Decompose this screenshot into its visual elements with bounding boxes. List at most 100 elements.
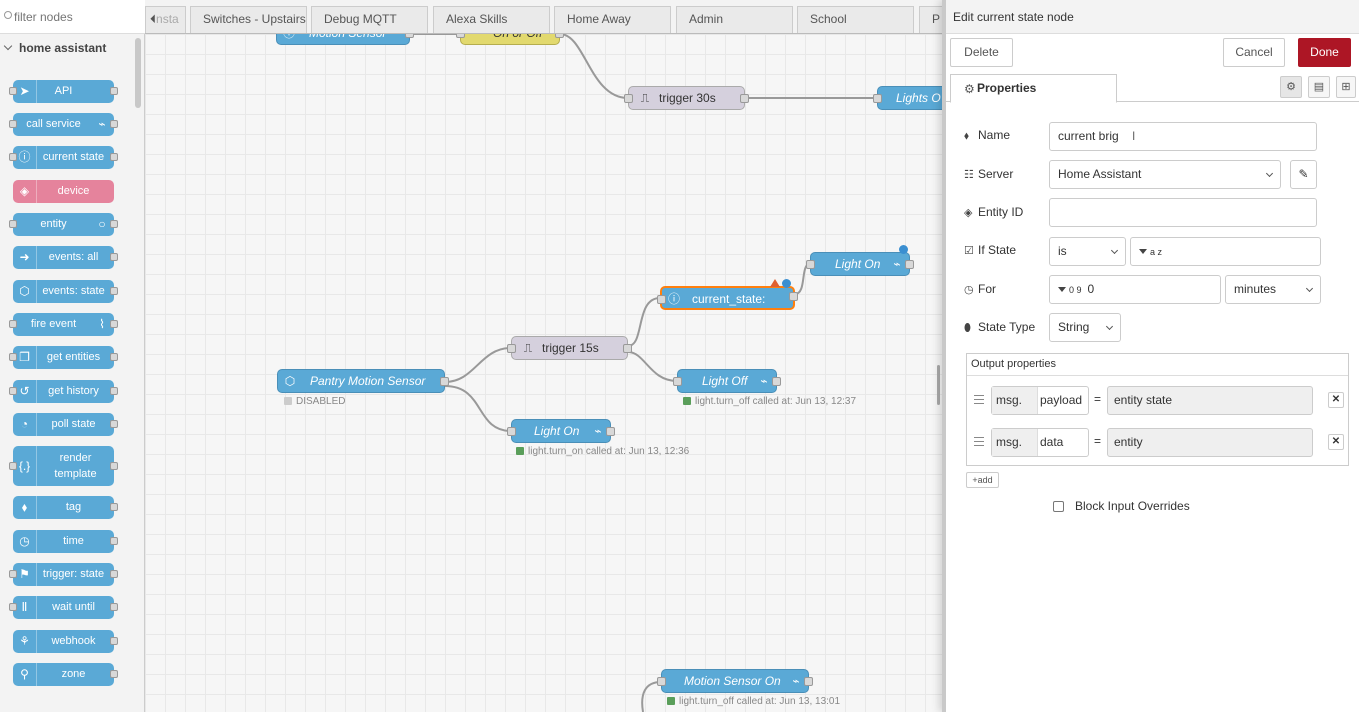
status-text: light.turn_on called at: Jun 13, 12:36: [528, 446, 690, 457]
palette-node-tag[interactable]: ⬧tag: [13, 496, 118, 519]
done-button[interactable]: Done: [1298, 38, 1351, 67]
chevron-down-icon: [1265, 169, 1274, 178]
settings-tab-icon[interactable]: ⚙: [1280, 76, 1302, 98]
input-port: [9, 462, 17, 470]
tab-admin[interactable]: Admin: [676, 6, 793, 33]
state-type-select[interactable]: String: [1049, 313, 1121, 342]
drag-handle-icon[interactable]: [974, 437, 984, 446]
palette-node-poll-state[interactable]: ◔poll state: [13, 413, 118, 436]
palette-node-call-service[interactable]: call service⌁: [9, 113, 118, 136]
input-port: [873, 94, 882, 103]
flow-node-motion-sensor[interactable]: ⓘ Motion Sensor: [276, 34, 414, 45]
palette-node-label: fire event: [30, 318, 77, 330]
output-value-select[interactable]: entity: [1107, 428, 1313, 457]
flow-node-light-off[interactable]: Light Off ⌁: [673, 369, 781, 393]
info-icon: ⓘ: [667, 292, 680, 306]
delete-button[interactable]: Delete: [950, 38, 1013, 67]
remove-row-button[interactable]: ✕: [1328, 434, 1344, 450]
palette-node-get-entities[interactable]: ❐get entities: [9, 346, 118, 369]
palette-scrollbar[interactable]: [135, 38, 141, 108]
flow-node-lights-o[interactable]: Lights O: [873, 86, 942, 110]
tab-properties[interactable]: ⚙Properties: [950, 74, 1117, 103]
target-type-select[interactable]: msg.: [992, 429, 1038, 456]
flow-workspace[interactable]: ⓘ Motion Sensor On or Off ⎍ trigger 30s …: [145, 34, 942, 712]
palette-node-trigger-state[interactable]: ⚑trigger: state: [9, 563, 118, 586]
palette-node-label: device: [57, 185, 90, 197]
if-state-operator-select[interactable]: is: [1049, 237, 1126, 266]
output-port: [110, 220, 118, 228]
flow-node-light-on-bottom[interactable]: Light On ⌁: [507, 419, 615, 443]
entity-id-label: ◈Entity ID: [964, 205, 1023, 219]
palette-node-zone[interactable]: ⚲zone: [13, 663, 118, 686]
palette-node-label: API: [54, 85, 73, 97]
node-palette: home assistant ➤ API call service⌁ ⓘcurre…: [0, 0, 145, 712]
tab-debug-mqtt[interactable]: Debug MQTT: [311, 6, 428, 33]
flow-node-motion-sensor-on[interactable]: Motion Sensor On ⌁: [657, 669, 813, 693]
cancel-button[interactable]: Cancel: [1223, 38, 1285, 67]
palette-node-entity[interactable]: entity○: [9, 213, 118, 236]
tab-alexa-skills[interactable]: Alexa Skills: [433, 6, 550, 33]
input-port: [9, 220, 17, 228]
flow-node-trigger-15s[interactable]: ⎍ trigger 15s: [507, 336, 632, 360]
target-type-select[interactable]: msg.: [992, 387, 1038, 414]
output-value-select[interactable]: entity state: [1107, 386, 1313, 415]
palette-filter[interactable]: [0, 0, 145, 34]
tab-school[interactable]: School: [797, 6, 914, 33]
filter-nodes-input[interactable]: [14, 8, 139, 26]
tab-partial[interactable]: P: [919, 6, 942, 33]
flow-node-light-on-top[interactable]: Light On ⌁: [806, 252, 914, 276]
palette-node-fire-event[interactable]: fire event⌇: [9, 313, 118, 336]
appearance-tab-icon[interactable]: ⊞: [1336, 76, 1356, 98]
description-tab-icon[interactable]: ▤: [1308, 76, 1330, 98]
tab-label: P: [932, 12, 941, 26]
palette-node-device[interactable]: ◈device: [13, 180, 114, 203]
tab-home-away[interactable]: Home Away: [554, 6, 671, 33]
dropdown-triangle-icon: [1058, 287, 1066, 292]
output-port: [110, 253, 118, 261]
palette-node-get-history[interactable]: ↺get history: [9, 380, 118, 403]
tray-resize-handle[interactable]: [937, 365, 940, 405]
palette-node-events-state[interactable]: ⬡events: state: [13, 280, 118, 303]
drag-handle-icon[interactable]: [974, 395, 984, 404]
flow-node-pantry-motion-sensor[interactable]: ⬡ Pantry Motion Sensor: [277, 369, 449, 393]
info-icon: ⓘ: [13, 146, 37, 169]
output-row: msg.payload = entity state ✕: [967, 386, 1348, 422]
palette-node-api[interactable]: ➤ API: [9, 80, 118, 103]
tab-label: Alexa Skills: [446, 12, 508, 26]
palette-node-time[interactable]: ◷time: [13, 530, 118, 553]
if-state-value-input[interactable]: a z: [1130, 237, 1321, 266]
add-output-button[interactable]: +add: [966, 472, 999, 488]
tab-switches-upstairs[interactable]: Switches - Upstairs: [190, 6, 307, 33]
server-select[interactable]: Home Assistant: [1049, 160, 1281, 189]
input-port: [657, 677, 666, 686]
output-port: [110, 120, 118, 128]
paper-plane-icon: ➤: [13, 80, 37, 103]
flow-node-trigger-30s[interactable]: ⎍ trigger 30s: [624, 86, 749, 110]
output-target-input[interactable]: msg.data: [991, 428, 1089, 457]
remove-row-button[interactable]: ✕: [1328, 392, 1344, 408]
flow-node-current-state-selected[interactable]: ⓘ current_state:: [657, 286, 798, 310]
palette-node-label: wait until: [52, 601, 95, 613]
output-target-input[interactable]: msg.payload: [991, 386, 1089, 415]
for-unit-select[interactable]: minutes: [1225, 275, 1321, 304]
input-port: [657, 295, 666, 304]
name-label: ⬧Name: [964, 128, 1010, 143]
input-port: [9, 570, 17, 578]
palette-node-events-all[interactable]: ➜events: all: [13, 246, 118, 269]
block-input-overrides-checkbox[interactable]: [1053, 501, 1064, 512]
node-label: Light Off: [702, 374, 748, 388]
flow-node-on-or-off[interactable]: On or Off: [456, 34, 564, 45]
entity-id-input[interactable]: [1049, 198, 1317, 227]
palette-category-header[interactable]: home assistant: [0, 34, 145, 62]
dropdown-triangle-icon: [1139, 249, 1147, 254]
tab-scroll-left[interactable]: ⏴nsta: [145, 6, 186, 33]
hexagon-icon: ⬡: [284, 374, 296, 388]
palette-node-webhook[interactable]: ⚘webhook: [13, 630, 118, 653]
edit-server-button[interactable]: ✎: [1290, 160, 1317, 189]
server-label: ☷Server: [964, 167, 1013, 181]
